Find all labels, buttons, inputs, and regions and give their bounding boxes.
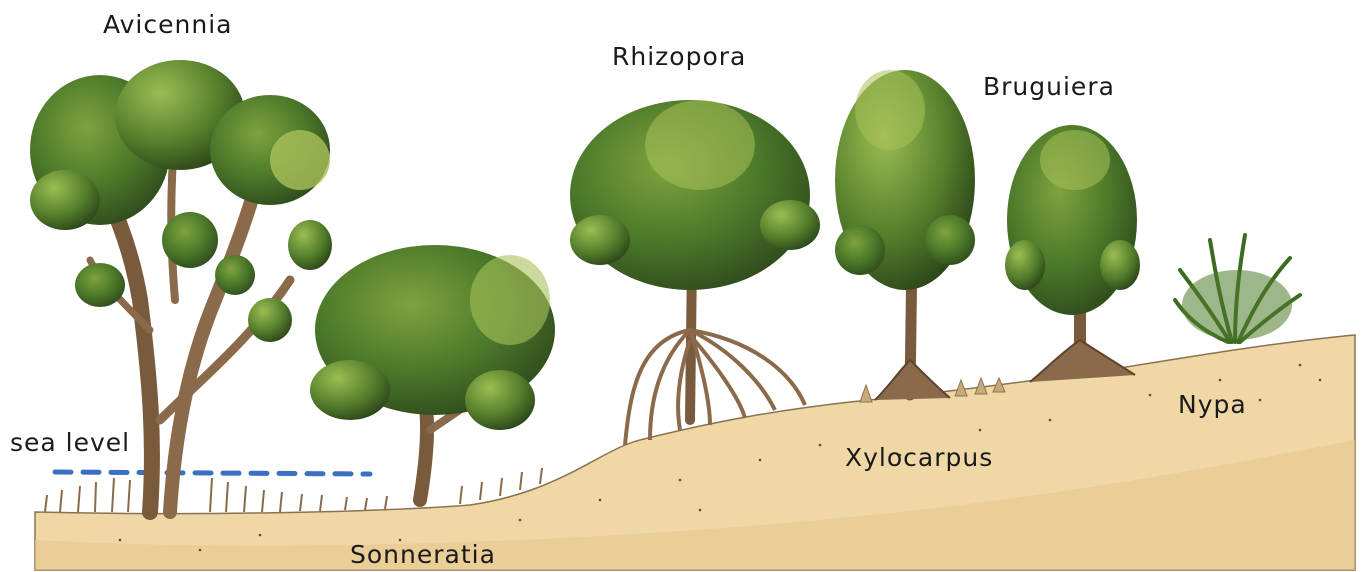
xylocarpus-label: Xylocarpus	[845, 443, 993, 472]
bruguiera-tree	[1005, 125, 1140, 382]
sonneratia-label: Sonneratia	[350, 540, 496, 569]
xylocarpus-tree	[835, 70, 1005, 402]
nypa-palm	[1175, 235, 1300, 342]
rhizopora-label: Rhizopora	[612, 42, 746, 71]
avicennia-label: Avicennia	[103, 10, 232, 39]
nypa-label: Nypa	[1178, 390, 1247, 419]
bruguiera-label: Bruguiera	[983, 72, 1115, 101]
rhizopora-tree	[570, 100, 820, 445]
sonneratia-tree	[310, 245, 555, 500]
sea-level-label: sea level	[10, 428, 130, 457]
sea-level-line	[55, 472, 370, 474]
